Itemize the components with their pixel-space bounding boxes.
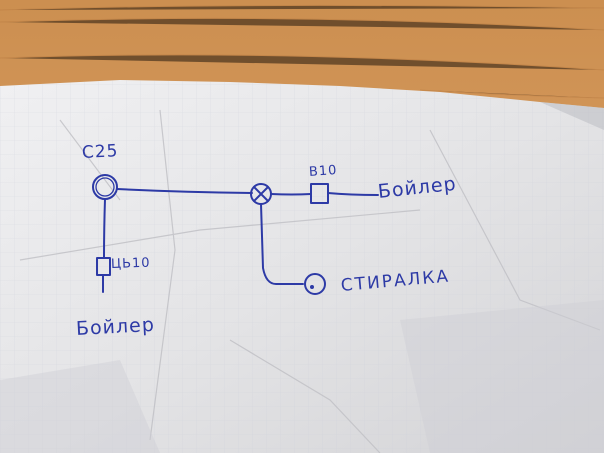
socket-circle (304, 273, 326, 295)
breaker-top-label: B10 (308, 163, 338, 180)
boiler-left-label: Бойлер (75, 313, 156, 340)
wire-main-to-junction (116, 188, 253, 194)
paper-shadows (0, 300, 604, 453)
main-breaker-label: C25 (81, 141, 119, 163)
wood-grain (0, 4, 604, 99)
wiring (92, 174, 379, 295)
breaker-left-label: ЦЬ10 (110, 255, 151, 272)
paper-edge-shadow (540, 102, 604, 130)
paper-creases (19, 109, 601, 453)
